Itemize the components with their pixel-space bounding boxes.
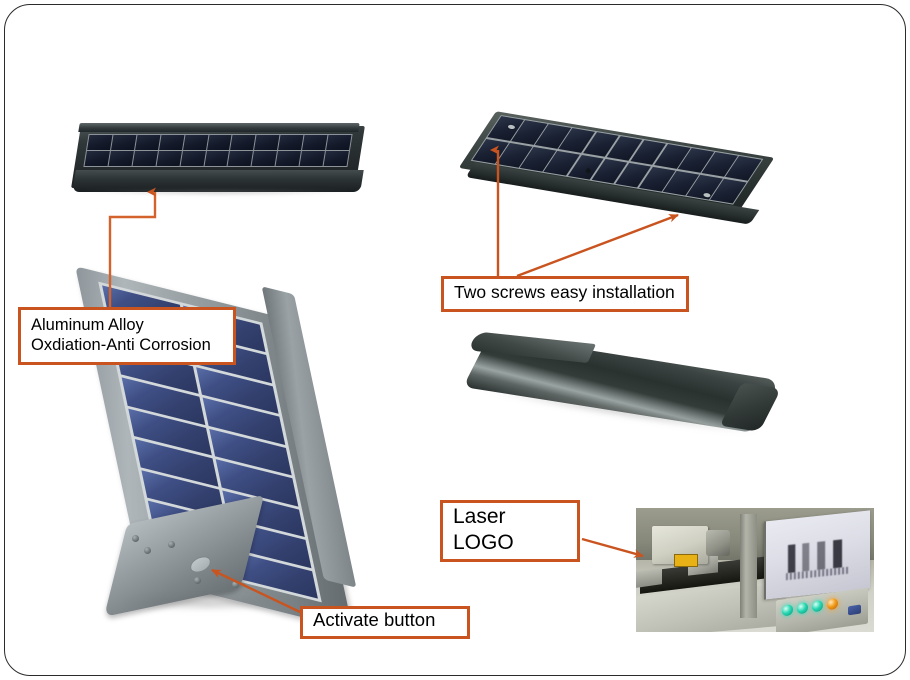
status-led-3 xyxy=(812,599,823,613)
callout-line-1: Activate button xyxy=(313,609,436,631)
laser-head xyxy=(652,526,708,567)
photo-solar-panel-angled-view xyxy=(458,111,775,228)
housing-bolt xyxy=(132,535,139,542)
housing-bolt xyxy=(168,541,175,548)
drop-shadow xyxy=(122,597,292,611)
panel-top-rail xyxy=(78,123,360,132)
leader-laser-logo xyxy=(581,537,644,558)
status-led-2 xyxy=(797,601,808,615)
housing-bolt xyxy=(194,577,201,584)
warning-label-icon xyxy=(674,554,698,567)
callout-line-2: Oxdiation-Anti Corrosion xyxy=(31,336,211,354)
photo-solar-panel-front-view xyxy=(70,118,366,200)
drop-shadow xyxy=(80,190,356,196)
status-led-4 xyxy=(827,597,838,611)
callout-activate-button: Activate button xyxy=(300,606,470,639)
photo-laser-marking-machine xyxy=(636,508,874,632)
callout-line-2: LOGO xyxy=(453,531,514,554)
power-switch[interactable] xyxy=(848,604,861,616)
angled-panel-group xyxy=(455,91,779,253)
laser-lens xyxy=(706,530,730,556)
housing-bolt xyxy=(232,581,239,588)
callout-two-screws: Two screws easy installation xyxy=(441,276,689,312)
computer-monitor xyxy=(764,510,870,600)
callout-line-1: Two screws easy installation xyxy=(454,281,675,302)
callout-line-1: Aluminum Alloy xyxy=(31,315,144,334)
status-led-1 xyxy=(782,604,793,617)
support-column xyxy=(740,514,757,618)
housing-bolt xyxy=(144,547,151,554)
photo-solar-panel-back-view xyxy=(463,331,783,446)
back-panel-group xyxy=(457,318,789,471)
panel-bottom-extrusion xyxy=(72,170,364,192)
solar-cell-grid xyxy=(83,134,353,167)
callout-laser-logo: Laser LOGO xyxy=(440,500,580,562)
callout-aluminum-alloy: Aluminum Alloy Oxdiation-Anti Corrosion xyxy=(18,307,236,365)
callout-line-1: Laser xyxy=(453,505,506,529)
